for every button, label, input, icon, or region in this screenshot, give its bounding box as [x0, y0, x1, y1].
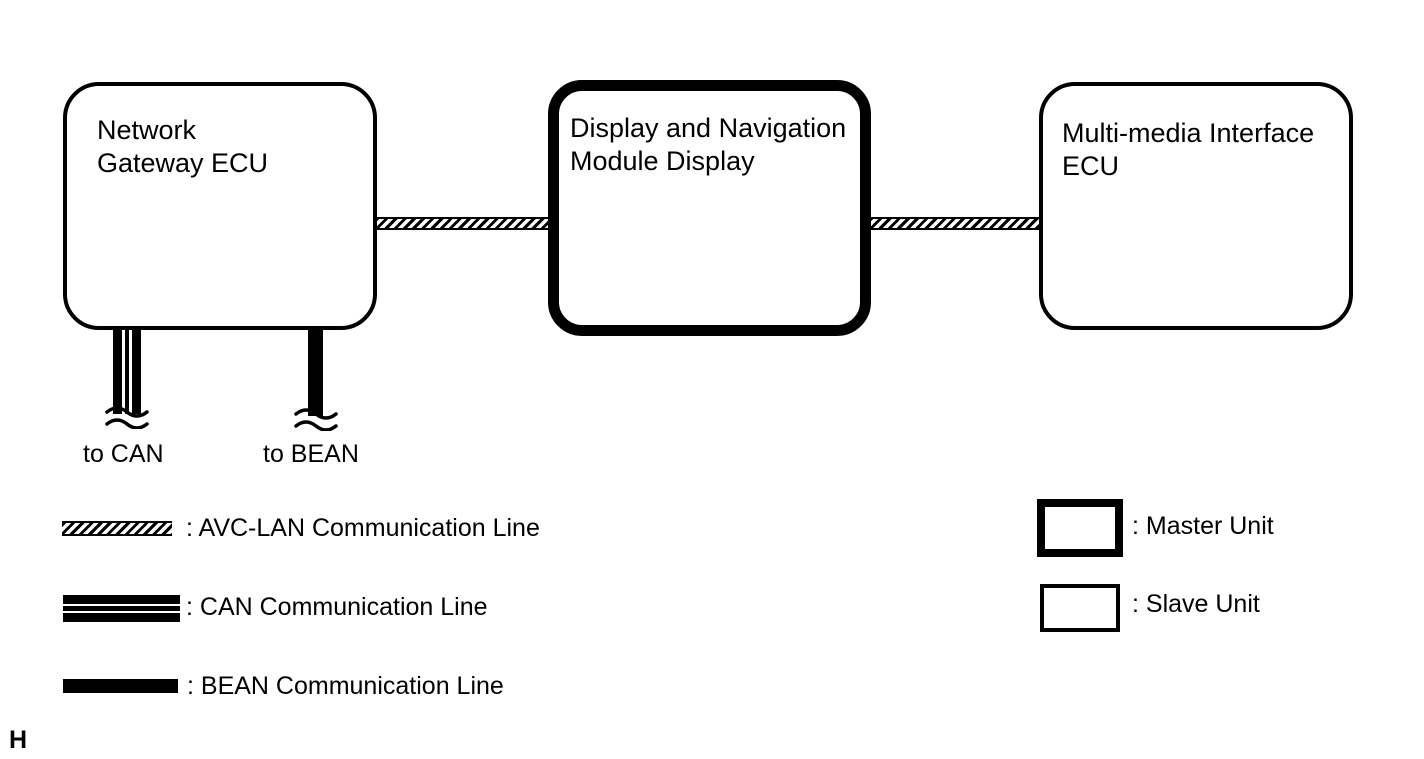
slave-unit-swatch	[1040, 584, 1120, 632]
node-label-line: Network	[97, 115, 197, 145]
legend-label-bean: : BEAN Communication Line	[187, 672, 504, 700]
avc-lan-swatch	[62, 521, 172, 536]
bean-swatch	[63, 679, 178, 693]
avc-lan-line-2	[869, 217, 1041, 230]
node-network-gateway-ecu: Network Gateway ECU	[63, 82, 377, 330]
bean-line-stub	[308, 328, 323, 416]
master-unit-swatch	[1037, 499, 1123, 557]
legend-label-can: : CAN Communication Line	[186, 593, 488, 621]
page-mark: H	[9, 726, 28, 754]
can-swatch	[63, 595, 180, 622]
node-multimedia-interface-ecu: Multi-media Interface ECU	[1039, 82, 1353, 330]
stub-label-to-can: to CAN	[83, 440, 164, 468]
can-line-stub	[113, 328, 141, 414]
stub-label-to-bean: to BEAN	[263, 440, 359, 468]
node-label-line: Gateway ECU	[97, 148, 269, 178]
node-display-navigation-module-display: Display and Navigation Module Display	[548, 80, 871, 336]
node-label-line: ECU	[1062, 151, 1120, 181]
legend-label-slave-unit: : Slave Unit	[1132, 590, 1260, 618]
node-label-line: Module Display	[570, 146, 755, 176]
legend-label-master-unit: : Master Unit	[1132, 512, 1274, 540]
line-break-mark	[105, 406, 149, 429]
line-break-mark	[294, 408, 338, 431]
node-label-line: Display and Navigation	[570, 113, 847, 143]
node-label-line: Multi-media Interface	[1062, 118, 1315, 148]
legend-label-avc-lan: : AVC-LAN Communication Line	[186, 514, 540, 542]
avc-lan-line-1	[375, 217, 550, 230]
